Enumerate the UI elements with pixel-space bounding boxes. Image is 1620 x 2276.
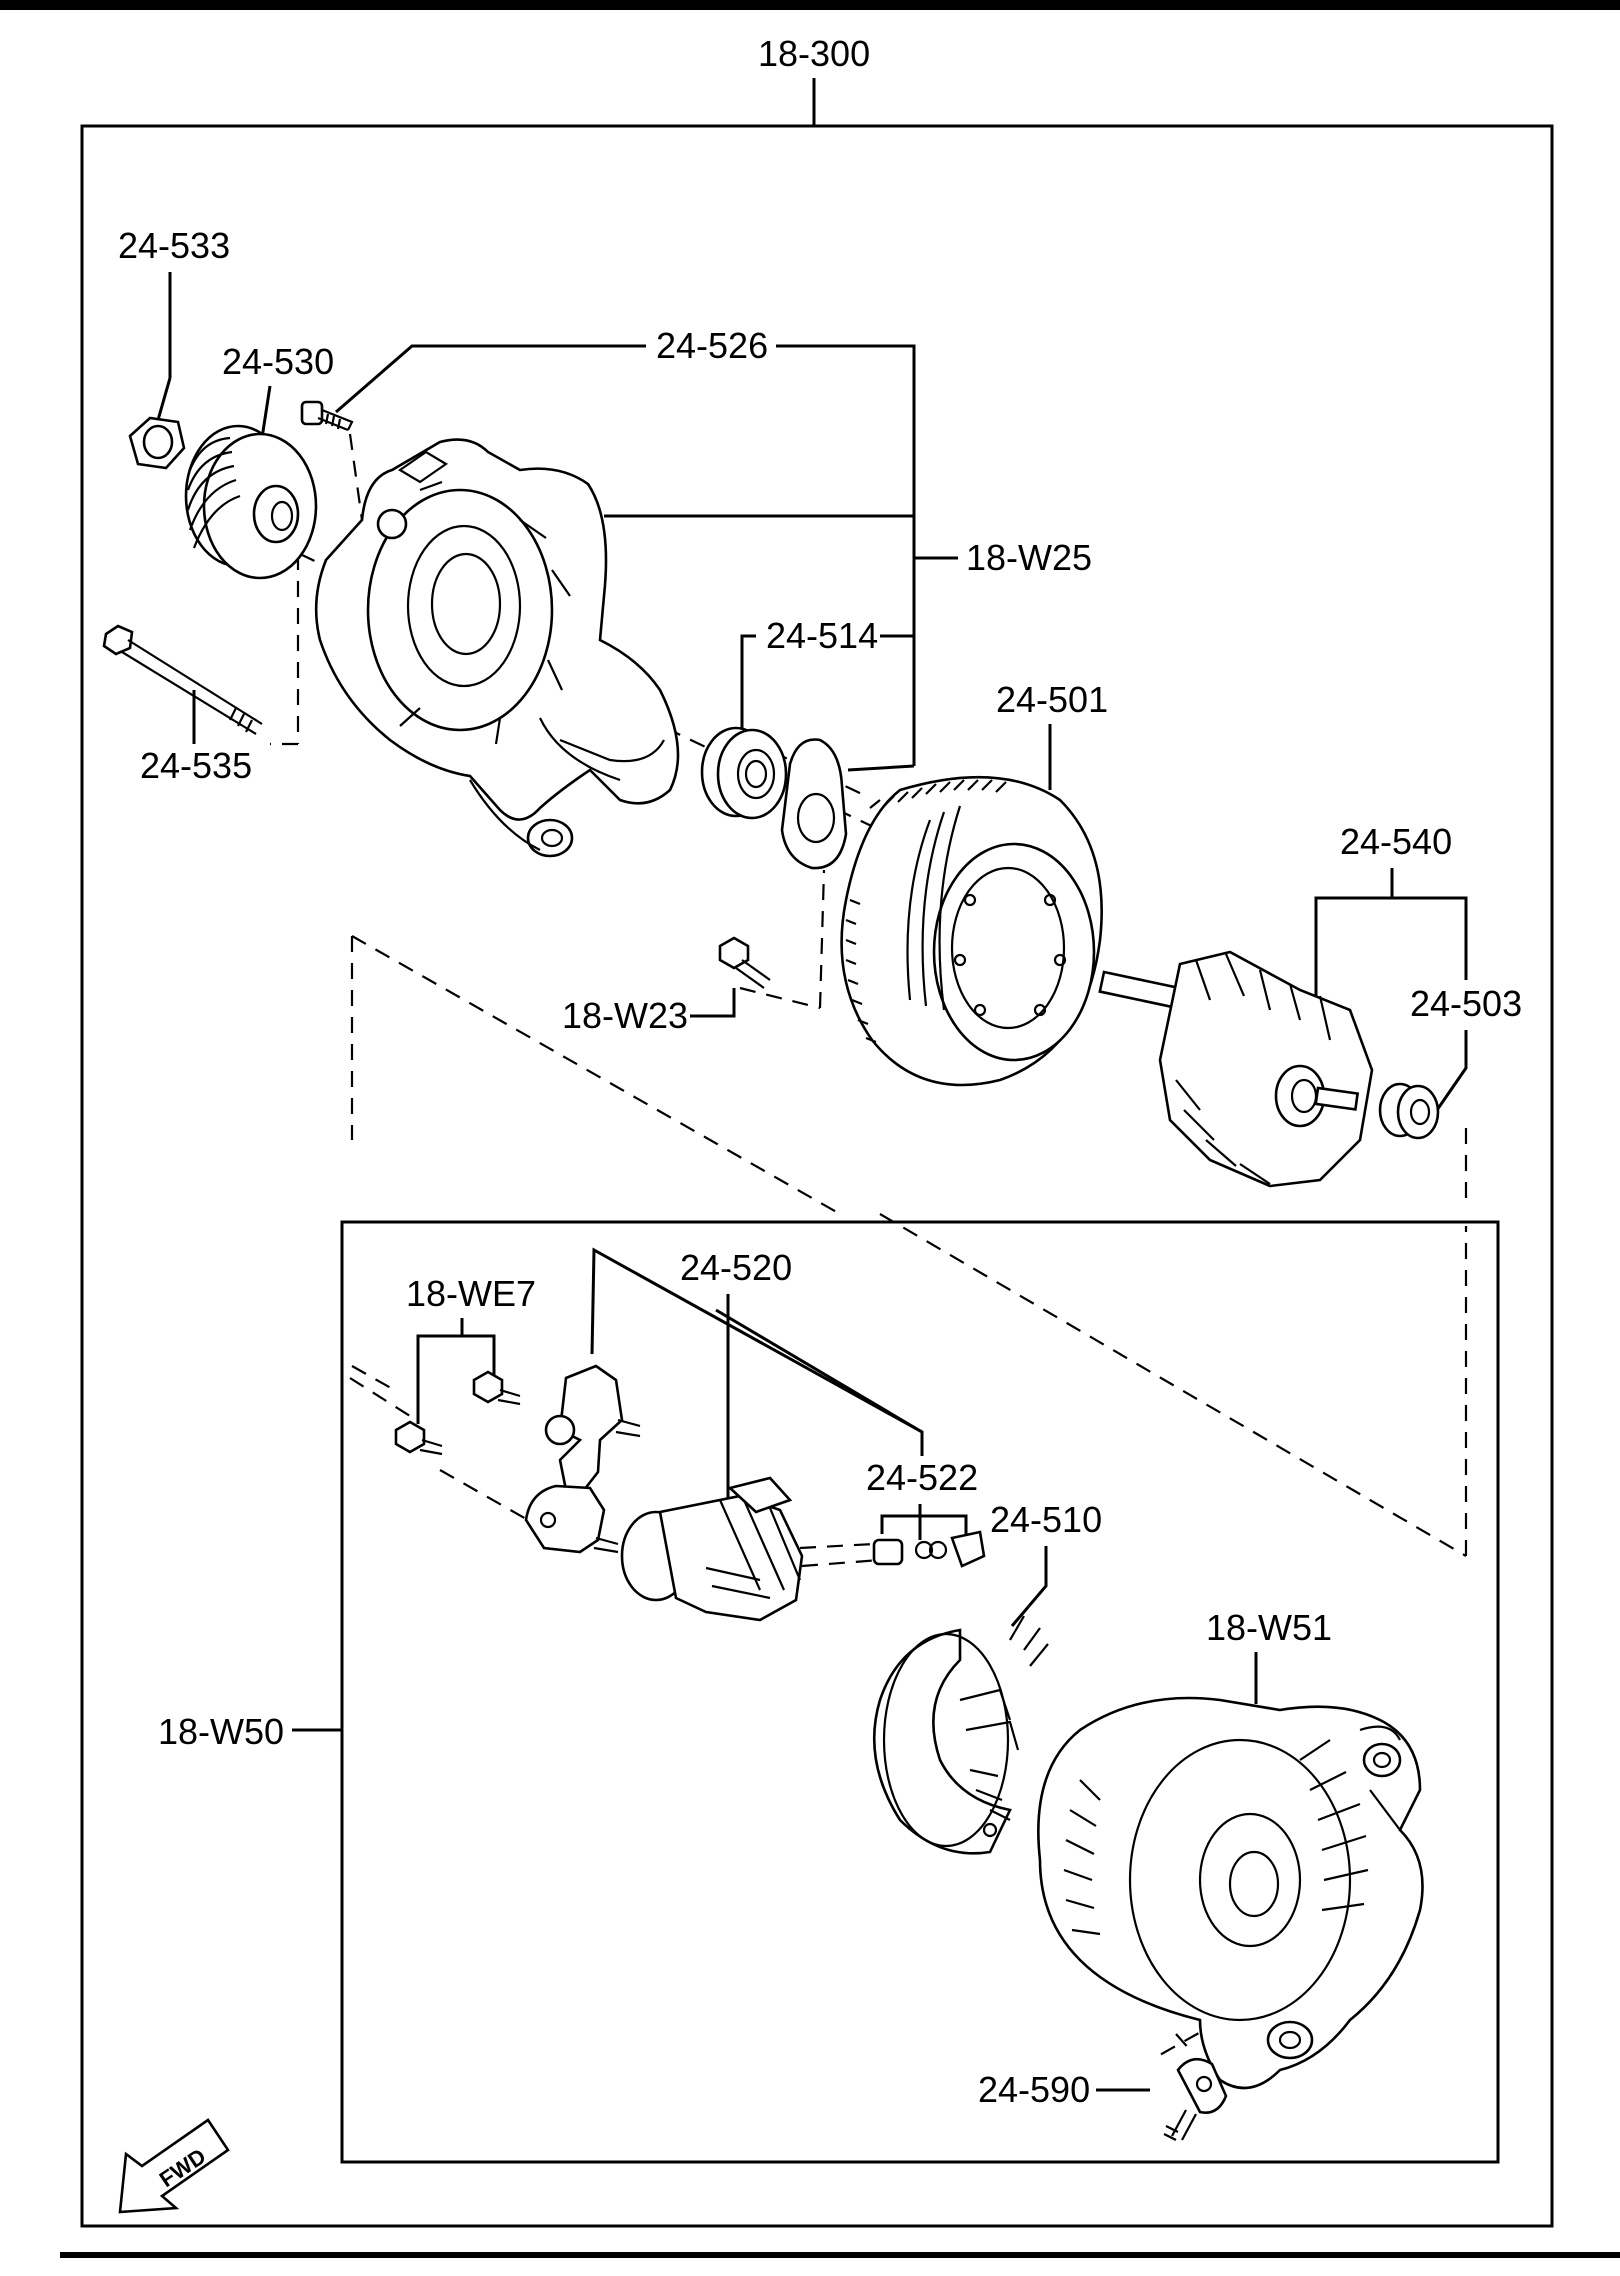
top-rule (0, 0, 1620, 10)
label-24-590: 24-590 (978, 2069, 1090, 2110)
retainer-plate-part (780, 738, 848, 870)
label-18-w23: 18-W23 (562, 995, 688, 1036)
regulator-part (620, 1476, 804, 1622)
bottom-rule (60, 2252, 1620, 2258)
label-24-540: 24-540 (1340, 821, 1452, 862)
label-24-514: 24-514 (766, 615, 878, 656)
rear-set-frame (340, 1220, 1500, 2164)
pulley-part (184, 424, 318, 580)
through-bolt-part (102, 624, 263, 735)
rear-bearing-part (1378, 1082, 1440, 1140)
label-24-533: 24-533 (118, 225, 230, 266)
rectifier-part (872, 1615, 1049, 1855)
label-24-530: 24-530 (222, 341, 334, 382)
label-18-w51: 18-W51 (1206, 1607, 1332, 1648)
label-24-510: 24-510 (990, 1499, 1102, 1540)
label-18-we7: 18-WE7 (406, 1273, 536, 1314)
stator-bolt-part (718, 936, 771, 989)
label-18-300: 18-300 (758, 33, 870, 74)
label-24-535: 24-535 (140, 745, 252, 786)
front-screw-part (300, 400, 354, 432)
front-bearing-part (700, 726, 788, 820)
nut-part (128, 416, 186, 470)
label-24-526: 24-526 (656, 325, 768, 366)
fwd-arrow-icon: FWD (118, 2118, 230, 2214)
brush-bracket-part (524, 1364, 641, 1554)
front-housing-part (314, 438, 680, 858)
label-24-522: 24-522 (866, 1457, 978, 1498)
stator-part (840, 775, 1103, 1087)
rear-cover-part (1037, 1696, 1424, 2090)
label-24-503: 24-503 (1410, 983, 1522, 1024)
terminal-part (1163, 2057, 1228, 2141)
label-18-w50: 18-W50 (158, 1711, 284, 1752)
assembly-frame (80, 124, 1554, 2228)
label-18-w25: 18-W25 (966, 537, 1092, 578)
label-24-501: 24-501 (996, 679, 1108, 720)
brush-set-part (872, 1530, 986, 1568)
rotor-part (1098, 950, 1374, 1188)
mount-bolts-part (394, 1370, 521, 1456)
label-24-520: 24-520 (680, 1247, 792, 1288)
